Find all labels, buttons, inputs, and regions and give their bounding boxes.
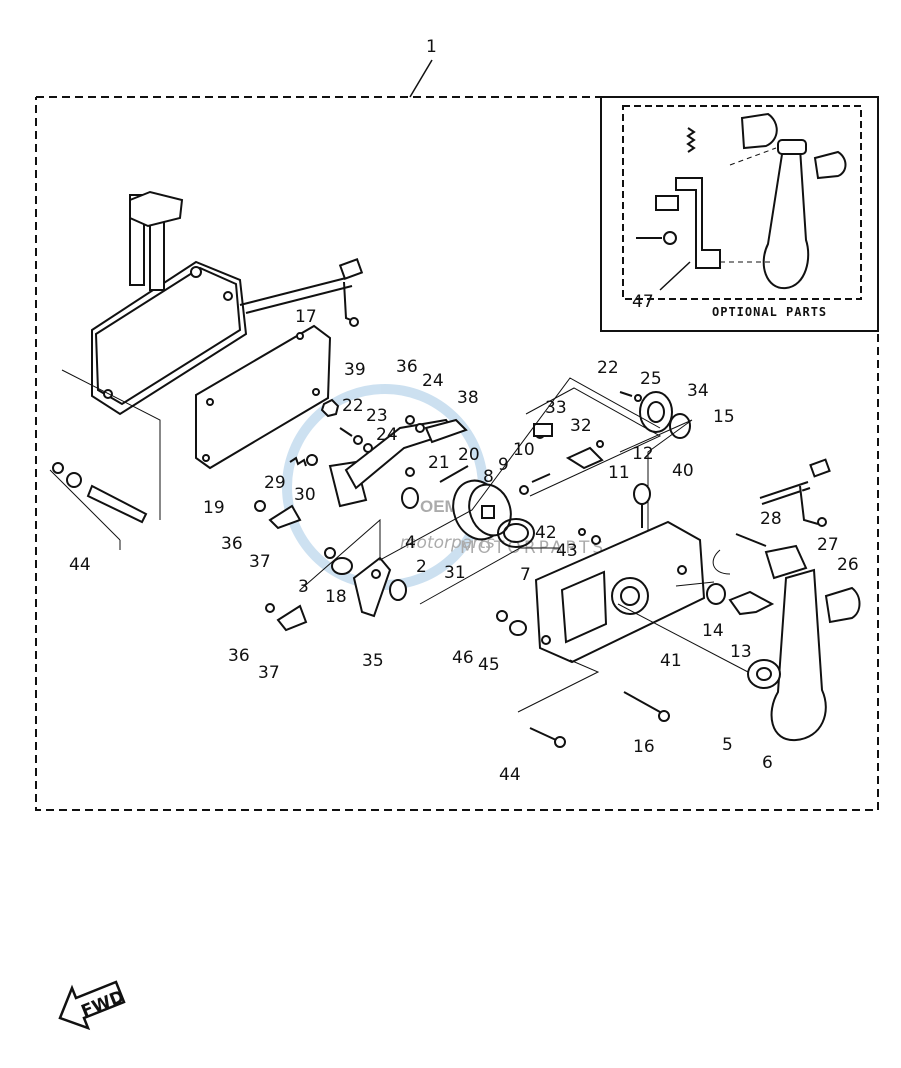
label-29: 29 [264, 473, 286, 493]
label-30: 30 [294, 485, 316, 505]
label-24b: 24 [376, 425, 398, 445]
label-37b: 37 [258, 663, 280, 683]
label-8: 8 [483, 467, 494, 487]
label-19: 19 [203, 498, 225, 518]
assembly-leader [409, 59, 433, 98]
label-12: 12 [632, 444, 654, 464]
lower-guides [517, 581, 749, 713]
label-11: 11 [608, 463, 630, 483]
label-17: 17 [295, 307, 317, 327]
label-16: 16 [633, 737, 655, 757]
neutral-switch-rod [239, 258, 364, 327]
label-36a: 36 [221, 534, 243, 554]
label-10: 10 [513, 440, 535, 460]
guide-line [61, 369, 161, 520]
label-25: 25 [640, 369, 662, 389]
optional-parts-label: OPTIONAL PARTS [712, 305, 827, 319]
right-guides [712, 549, 731, 575]
label-4: 4 [405, 533, 416, 553]
label-42: 42 [535, 523, 557, 543]
watermark-main: OEM [420, 497, 459, 516]
label-32: 32 [570, 416, 592, 436]
label-7: 7 [520, 565, 531, 585]
part-44-left [49, 462, 148, 550]
label-37a: 37 [249, 552, 271, 572]
label-26: 26 [837, 555, 859, 575]
label-33: 33 [545, 398, 567, 418]
part-labels: 2 3 4 5 6 7 8 9 10 11 12 13 14 15 16 17 … [69, 307, 859, 785]
control-housing [91, 190, 248, 416]
label-46: 46 [452, 648, 474, 668]
label-36b: 36 [396, 357, 418, 377]
label-38: 38 [457, 388, 479, 408]
label-23: 23 [366, 406, 388, 426]
label-22b: 22 [597, 358, 619, 378]
label-9: 9 [498, 455, 509, 475]
label-44b: 44 [499, 765, 521, 785]
label-14: 14 [702, 621, 724, 641]
label-21: 21 [428, 453, 450, 473]
label-5: 5 [722, 735, 733, 755]
fwd-arrow-icon: FWD [58, 980, 127, 1031]
lever-assembly [706, 458, 861, 742]
label-22a: 22 [342, 396, 364, 416]
label-2: 2 [416, 557, 427, 577]
label-44a: 44 [69, 555, 91, 575]
label-36c: 36 [228, 646, 250, 666]
label-24a: 24 [422, 371, 444, 391]
label-3: 3 [298, 577, 309, 597]
lower-housing [496, 483, 706, 664]
label-43: 43 [556, 541, 578, 561]
label-34: 34 [687, 381, 709, 401]
label-20: 20 [458, 445, 480, 465]
label-45: 45 [478, 655, 500, 675]
label-27: 27 [817, 535, 839, 555]
label-6: 6 [762, 753, 773, 773]
label-15: 15 [713, 407, 735, 427]
label-18: 18 [325, 587, 347, 607]
optional-parts-box: 47 OPTIONAL PARTS [600, 96, 879, 332]
label-31: 31 [444, 563, 466, 583]
label-13: 13 [730, 642, 752, 662]
optional-part-number: 47 [632, 292, 654, 312]
assembly-label: 1 [426, 37, 437, 57]
label-28: 28 [760, 509, 782, 529]
label-35: 35 [362, 651, 384, 671]
label-40: 40 [672, 461, 694, 481]
label-41: 41 [660, 651, 682, 671]
watermark-sub1: motorparts [400, 533, 495, 553]
shift-assembly [254, 391, 691, 632]
label-39: 39 [344, 360, 366, 380]
cover-plate [195, 324, 332, 470]
long-screws [529, 691, 670, 748]
